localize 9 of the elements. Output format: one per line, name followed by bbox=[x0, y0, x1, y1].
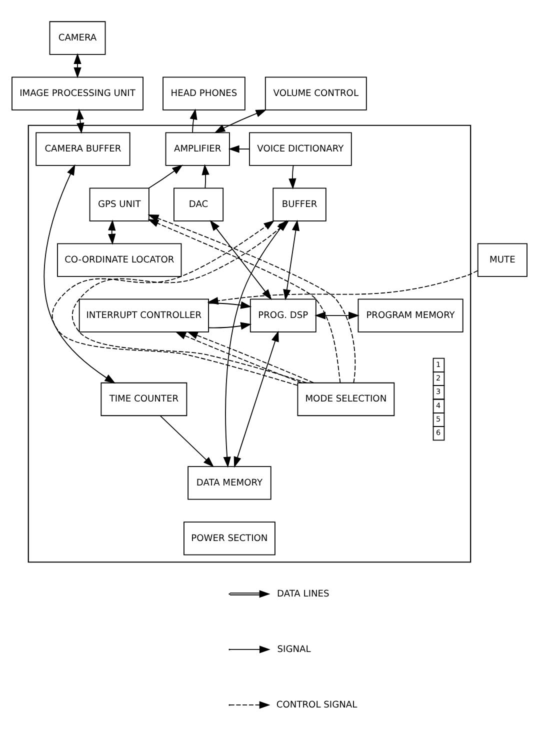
label: 6 bbox=[436, 428, 441, 437]
legend-label: DATA LINES bbox=[277, 588, 330, 599]
label: 1 bbox=[436, 359, 441, 368]
label: 5 bbox=[436, 414, 441, 423]
legend-label: SIGNAL bbox=[277, 644, 311, 654]
label: 4 bbox=[436, 400, 441, 410]
label: 3 bbox=[436, 386, 441, 396]
label: 2 bbox=[436, 373, 441, 382]
legend-label: CONTROL SIGNAL bbox=[276, 700, 358, 710]
